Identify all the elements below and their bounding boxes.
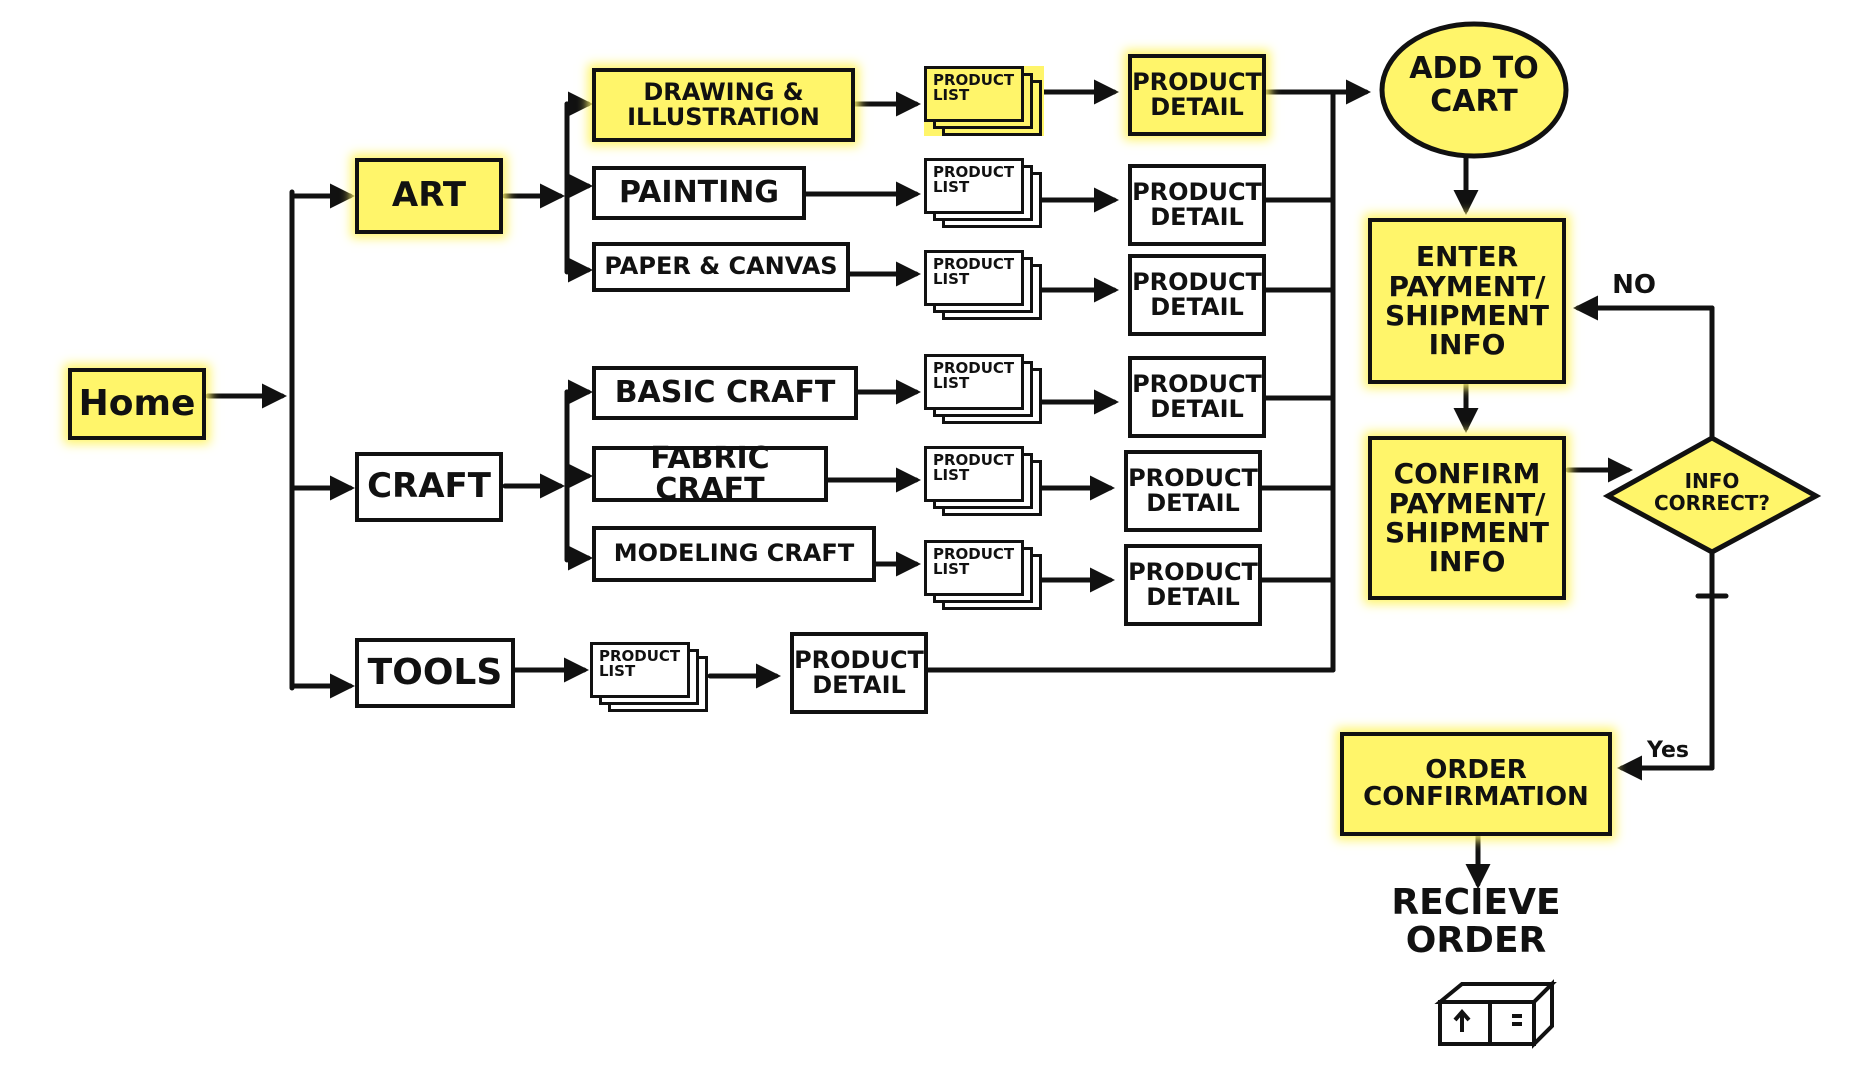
add-to-cart-node	[1379, 21, 1569, 159]
basic-craft-node: BASIC CRAFT	[592, 366, 858, 420]
order-confirmation-node: ORDER CONFIRMATION	[1340, 732, 1612, 836]
add-to-cart-label: ADD TO CART	[1409, 51, 1539, 119]
yes-label: Yes	[1647, 738, 1689, 763]
modeling-craft-node: MODELING CRAFT	[592, 526, 876, 582]
drawing-illustration-node: DRAWING & ILLUSTRATION	[592, 68, 855, 142]
fabric-craft-node: FABRIC CRAFT	[592, 442, 828, 505]
enter-payment-node: ENTER PAYMENT/ SHIPMENT INFO	[1368, 218, 1566, 384]
painting-node: PAINTING	[592, 166, 806, 220]
info-correct-label: INFO CORRECT?	[1653, 469, 1771, 515]
no-label: NO	[1612, 270, 1656, 300]
art-node: ART	[355, 158, 503, 234]
receive-order-label: RECIEVE ORDER	[1391, 882, 1561, 961]
info-correct-node	[1602, 435, 1822, 555]
paper-canvas-node: PAPER & CANVAS	[592, 242, 850, 292]
tools-node: TOOLS	[355, 638, 515, 708]
home-node: Home	[68, 368, 206, 440]
craft-node: CRAFT	[355, 452, 503, 522]
confirm-payment-node: CONFIRM PAYMENT/ SHIPMENT INFO	[1368, 436, 1566, 600]
package-box-icon	[1434, 979, 1557, 1049]
